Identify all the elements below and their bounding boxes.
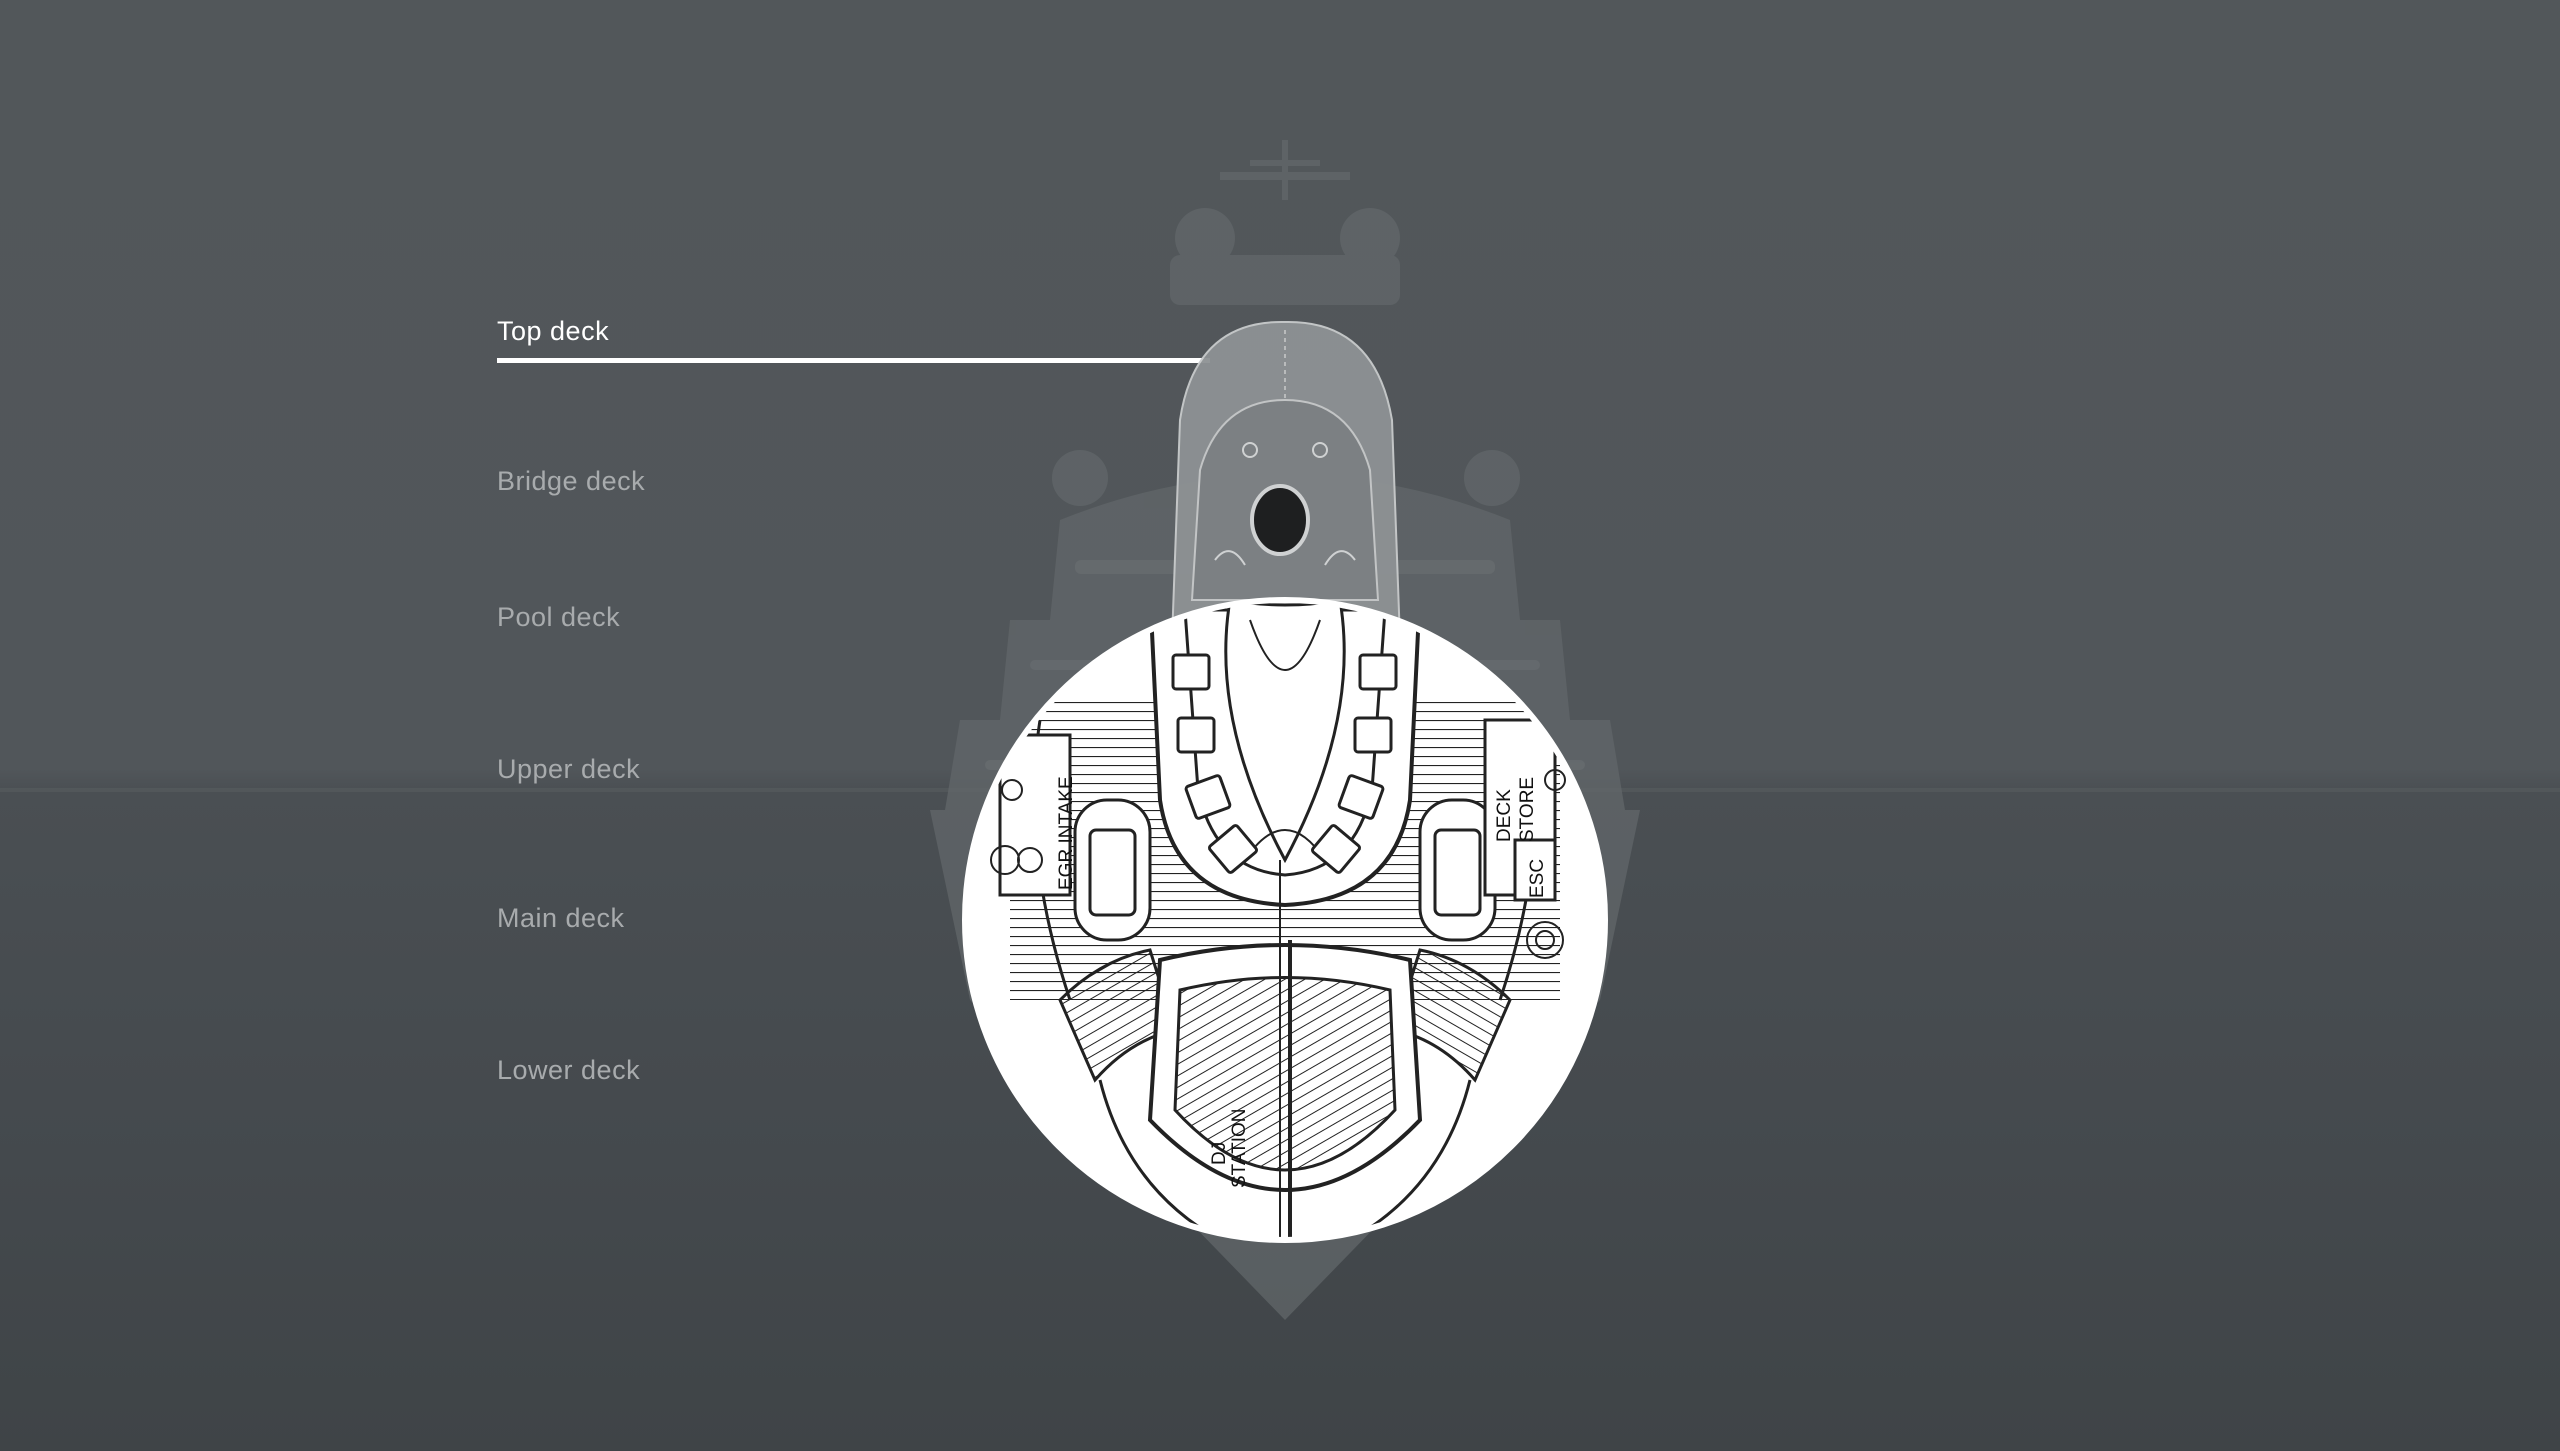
deck-item-lower-deck[interactable]: Lower deck xyxy=(497,1055,1217,1115)
deck-label: Top deck xyxy=(497,316,610,346)
deck-item-upper-deck[interactable]: Upper deck xyxy=(497,754,1217,814)
top-deck-plan xyxy=(1170,320,1402,641)
station-label: STATION xyxy=(1229,1108,1250,1188)
deck-label: Pool deck xyxy=(497,602,621,632)
deck-item-top-deck[interactable]: Top deck xyxy=(497,316,1217,376)
lens-ring xyxy=(962,597,1608,1243)
store-label: STORE xyxy=(1517,777,1538,842)
deck-label-plan: DECK xyxy=(1494,789,1515,842)
deck-item-pool-deck[interactable]: Pool deck xyxy=(497,602,1217,662)
dj-label: DJ xyxy=(1209,1142,1230,1165)
deck-label: Upper deck xyxy=(497,754,641,784)
egr-intake-label: EGR INTAKE xyxy=(1056,776,1077,890)
deck-item-bridge-deck[interactable]: Bridge deck xyxy=(497,466,1217,526)
deck-label: Main deck xyxy=(497,903,625,933)
active-deck-indicator xyxy=(497,358,1210,363)
esc-label: ESC xyxy=(1527,859,1548,898)
deck-navigation: Top deck Bridge deck Pool deck Upper dec… xyxy=(0,0,1210,1451)
deck-label: Lower deck xyxy=(497,1055,641,1085)
magnifier-lens: EGR INTAKE DECK STORE ESC DJ STATION xyxy=(965,600,1605,1240)
deck-item-main-deck[interactable]: Main deck xyxy=(497,903,1217,963)
deck-label: Bridge deck xyxy=(497,466,646,496)
